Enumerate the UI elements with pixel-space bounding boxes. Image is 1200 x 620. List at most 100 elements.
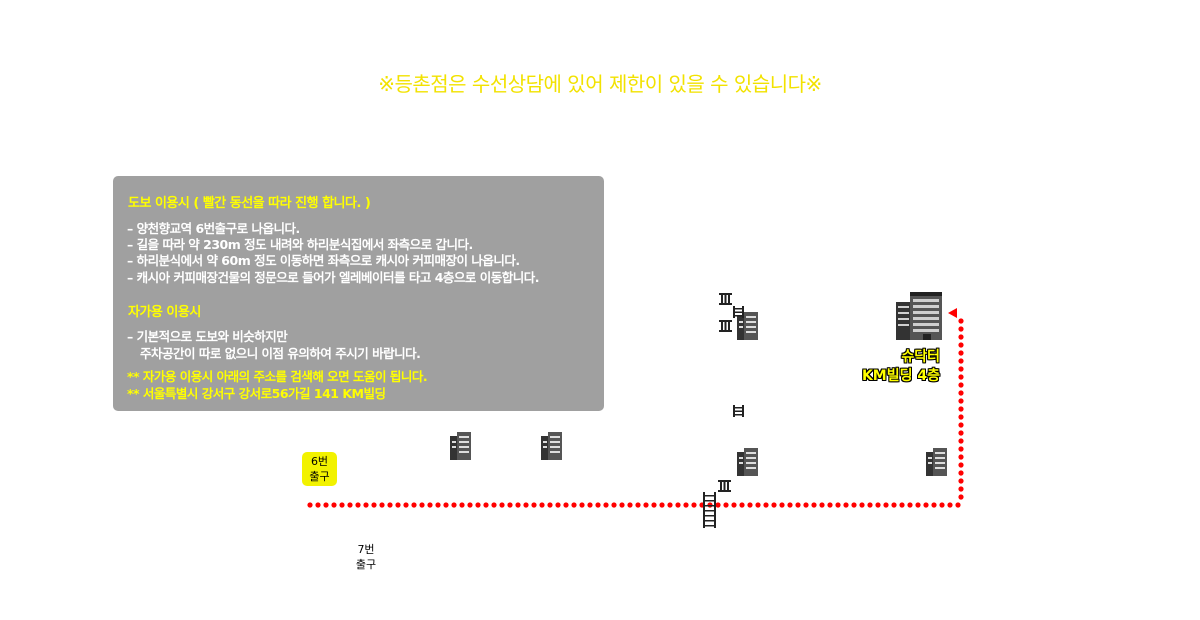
route-dot: [579, 502, 585, 508]
route-dot: [339, 502, 345, 508]
facility-icon: [719, 293, 732, 305]
car-note-1: – 기본적으로 도보와 비슷하지만: [127, 329, 288, 344]
route-dot: [539, 502, 545, 508]
route-dot: [958, 462, 964, 468]
building-icon: [737, 312, 758, 340]
route-dot: [403, 502, 409, 508]
route-dot: [958, 398, 964, 404]
route-dot: [363, 502, 369, 508]
route-dot: [515, 502, 521, 508]
route-dot: [771, 502, 777, 508]
route-dot: [958, 334, 964, 340]
route-dot: [355, 502, 361, 508]
route-dot: [379, 502, 385, 508]
route-dot: [958, 478, 964, 484]
exit-7-text: 출구: [355, 558, 377, 571]
route-dot: [347, 502, 353, 508]
route-dot: [958, 454, 964, 460]
route-dot: [958, 326, 964, 332]
car-title: 자가용 이용시: [128, 305, 201, 320]
route-dot: [435, 502, 441, 508]
route-dot: [667, 502, 673, 508]
route-dot: [683, 502, 689, 508]
route-dot: [958, 430, 964, 436]
route-dot: [587, 502, 593, 508]
route-dot: [595, 502, 601, 508]
route-dot: [387, 502, 393, 508]
route-dot: [715, 502, 721, 508]
route-dot: [747, 502, 753, 508]
destination-building: KM빌딩 4층: [861, 368, 940, 384]
walk-title: 도보 이용시 ( 빨간 동선을 따라 진행 합니다. ): [128, 196, 371, 211]
route-dot: [547, 502, 553, 508]
route-dot: [958, 446, 964, 452]
route-dot: [891, 502, 897, 508]
route-dot: [427, 502, 433, 508]
route-dot: [958, 342, 964, 348]
notice-banner: ※등촌점은 수선상담에 있어 제한이 있을 수 있습니다※: [378, 72, 822, 96]
route-dot: [835, 502, 841, 508]
route-dot: [315, 502, 321, 508]
route-dot: [958, 374, 964, 380]
route-dot: [883, 502, 889, 508]
route-dot: [651, 502, 657, 508]
route-dot: [411, 502, 417, 508]
route-dot: [958, 382, 964, 388]
route-dot: [723, 502, 729, 508]
route-dot: [475, 502, 481, 508]
exit-7-label: 7번 출구: [346, 542, 386, 572]
route-arrow-icon: [948, 308, 957, 318]
route-dot: [643, 502, 649, 508]
route-dot: [323, 502, 329, 508]
route-dot: [851, 502, 857, 508]
building-icon: [737, 448, 758, 476]
route-dot: [739, 502, 745, 508]
route-dot: [443, 502, 449, 508]
route-dot: [955, 502, 961, 508]
route-dot: [958, 318, 964, 324]
route-dot: [939, 502, 945, 508]
route-dot: [627, 502, 633, 508]
exit-6-number: 6번: [310, 455, 329, 468]
route-dot: [531, 502, 537, 508]
crosswalk-icon: [703, 492, 716, 528]
walk-step-2: – 길을 따라 약 230m 정도 내려와 하리분식집에서 좌측으로 갑니다.: [127, 237, 473, 252]
route-dot: [811, 502, 817, 508]
route-dot: [419, 502, 425, 508]
route-dots: [307, 318, 964, 508]
route-dot: [958, 350, 964, 356]
route-dot: [731, 502, 737, 508]
directions-panel: 도보 이용시 ( 빨간 동선을 따라 진행 합니다. ) – 양천향교역 6번출…: [113, 176, 604, 411]
route-dot: [958, 486, 964, 492]
route-dot: [675, 502, 681, 508]
route-dot: [923, 502, 929, 508]
exit-6-label: 출구: [309, 470, 330, 483]
route-dot: [899, 502, 905, 508]
route-dot: [947, 502, 953, 508]
route-dot: [958, 406, 964, 412]
exit-6-badge: 6번 출구: [302, 452, 337, 486]
route-dot: [958, 494, 964, 500]
route-dot: [779, 502, 785, 508]
route-dot: [958, 414, 964, 420]
car-address: ** 서울특별시 강서구 강서로56가길 141 KM빌딩: [127, 386, 386, 401]
route-dot: [827, 502, 833, 508]
route-dot: [603, 502, 609, 508]
route-dot: [795, 502, 801, 508]
route-dot: [395, 502, 401, 508]
building-icon: [450, 432, 471, 460]
route-dot: [803, 502, 809, 508]
route-dot: [875, 502, 881, 508]
crosswalk-icon: [733, 306, 744, 318]
route-dot: [859, 502, 865, 508]
route-dot: [331, 502, 337, 508]
car-note-2: 주차공간이 따로 없으니 이점 유의하여 주시기 바랍니다.: [140, 346, 421, 361]
route-dot: [958, 366, 964, 372]
route-dot: [867, 502, 873, 508]
route-dot: [307, 502, 313, 508]
route-dot: [907, 502, 913, 508]
route-dot: [755, 502, 761, 508]
route-dot: [451, 502, 457, 508]
route-dot: [371, 502, 377, 508]
building-icon: [926, 448, 947, 476]
